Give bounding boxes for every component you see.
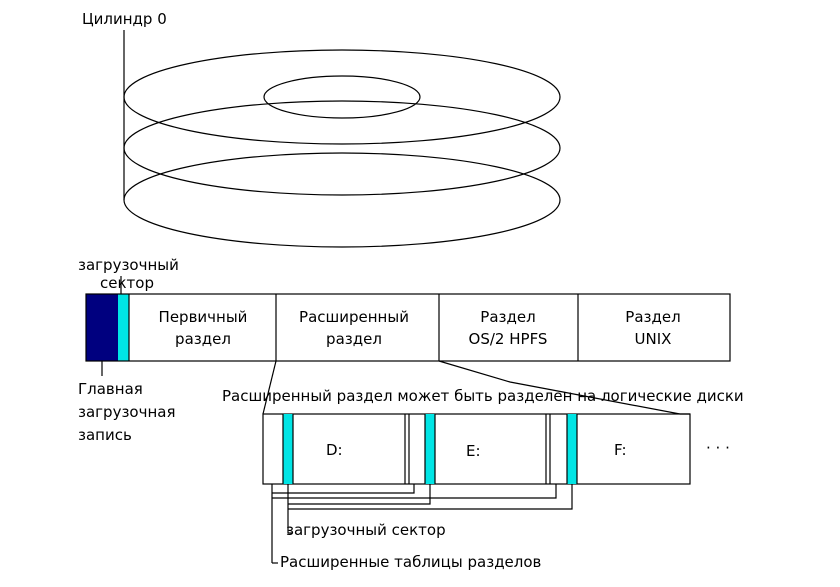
partition-4-label: Раздел — [625, 308, 680, 326]
platter-middle — [123, 100, 561, 196]
ellipsis: · · · — [706, 439, 730, 457]
ext-tables-label: Расширенные таблицы разделов — [280, 553, 541, 571]
ebr-block — [425, 414, 435, 484]
logical-disk-label: D: — [326, 441, 343, 459]
partition-bar-outline — [85, 293, 731, 362]
partition-1-label: Первичный — [159, 308, 248, 326]
platter-bottom — [123, 152, 561, 248]
bottom-leaders — [271, 484, 573, 564]
partition-3-label: Раздел — [480, 308, 535, 326]
partition-4-label: UNIX — [635, 330, 672, 348]
mbr-block — [86, 294, 118, 361]
spindle-hole — [263, 75, 421, 119]
partition-2-label: Расширенный — [299, 308, 409, 326]
boot-sector-top-label: сектор — [100, 274, 154, 292]
boot-sector-block — [118, 294, 129, 361]
boot-sector-bottom-label: загрузочный сектор — [286, 521, 446, 539]
logical-disks-bar — [262, 413, 691, 485]
logical-bar-outline — [262, 413, 691, 485]
mbr-label: Главная — [78, 380, 143, 398]
ebr-block — [283, 414, 293, 484]
extended-left-connector — [262, 360, 277, 415]
mbr-label: загрузочная — [78, 403, 176, 421]
logical-disk-label: F: — [614, 441, 627, 459]
platter-top — [123, 49, 561, 145]
cylinder-label: Цилиндр 0 — [82, 10, 167, 28]
disk-platters — [123, 30, 561, 248]
logical-disk-label: E: — [466, 442, 481, 460]
boot-sector-top-label: загрузочный — [78, 256, 179, 274]
partition-3-label: OS/2 HPFS — [469, 330, 548, 348]
mbr-label: запись — [78, 426, 132, 444]
partition-2-label: раздел — [326, 330, 382, 348]
extended-note: Расширенный раздел может быть разделен н… — [222, 387, 744, 405]
partition-bar — [85, 293, 731, 362]
ebr-block — [567, 414, 577, 484]
partition-1-label: раздел — [175, 330, 231, 348]
